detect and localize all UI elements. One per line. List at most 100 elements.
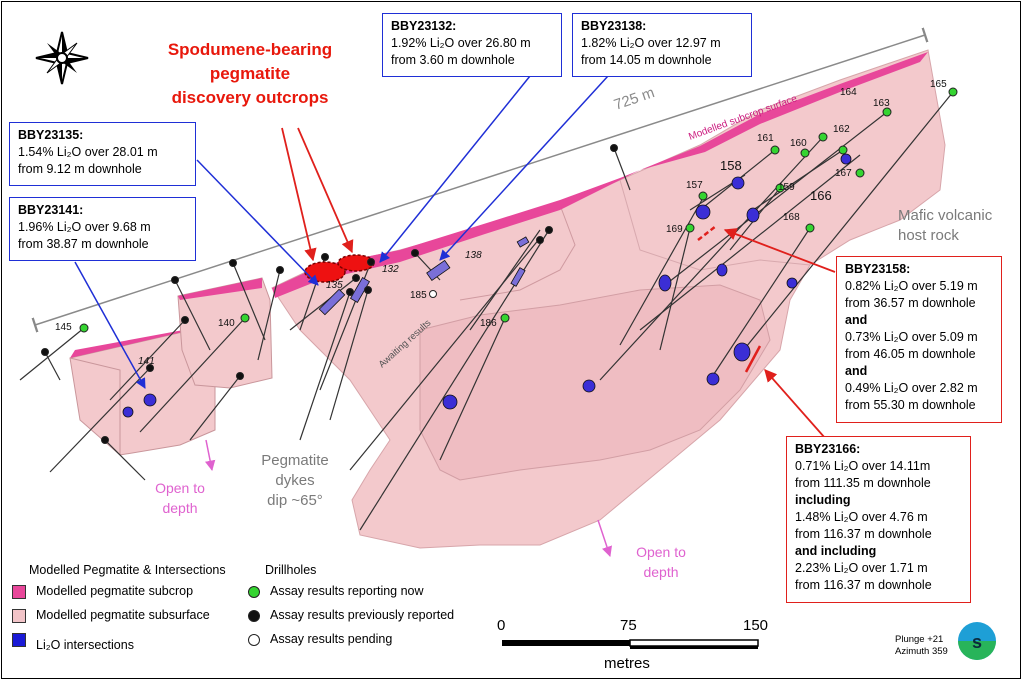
callout-bby23132: BBY23132: 1.92% Li₂O over 26.80 m from 3… xyxy=(382,13,562,77)
hole-label: 161 xyxy=(757,133,774,144)
callout-title: BBY23166: xyxy=(795,442,861,456)
pegmatite-subsurface-main xyxy=(271,49,946,549)
callout-arrow xyxy=(379,75,531,263)
callout-line: 0.49% Li₂O over 2.82 m xyxy=(845,381,978,395)
scale-tick-label: 0 xyxy=(497,617,506,634)
callout-line: 0.73% Li₂O over 5.09 m xyxy=(845,330,978,344)
hole-label: 169 xyxy=(666,224,683,235)
open-depth-line: Open to xyxy=(155,480,205,496)
callout-title: BBY23138: xyxy=(581,19,647,33)
hole-label: 162 xyxy=(833,124,850,135)
dykes-line: dip ~65° xyxy=(267,492,323,509)
view-orientation: Plunge +21 Azimuth 359 xyxy=(895,634,948,658)
dykes-line: dykes xyxy=(275,472,315,489)
callout-bby23166: BBY23166: 0.71% Li₂O over 14.11m from 11… xyxy=(786,436,971,603)
host-rock-line: Mafic volcanic xyxy=(898,207,993,224)
callout-bby23135: BBY23135: 1.54% Li₂O over 28.01 m from 9… xyxy=(9,122,196,186)
callout-line: 0.71% Li₂O over 14.11m xyxy=(795,459,931,473)
drillhole-traces xyxy=(19,91,954,531)
callout-connector: and including xyxy=(795,544,877,558)
callout-line: from 38.87 m downhole xyxy=(18,237,149,251)
subsurface-swatch xyxy=(12,609,26,623)
callout-line: from 55.30 m downhole xyxy=(845,398,976,412)
title-line: pegmatite xyxy=(209,64,291,83)
intersection-swatch xyxy=(12,633,26,647)
callout-line: 1.96% Li₂O over 9.68 m xyxy=(18,220,151,234)
hole-label: 158 xyxy=(720,158,742,173)
outcrop-arrow xyxy=(297,127,354,254)
distance-line xyxy=(31,27,929,333)
hole-label: 138 xyxy=(465,250,482,261)
dykes-label: Pegmatite dykes dip ~65° xyxy=(250,451,340,511)
scale-bar xyxy=(502,639,759,649)
callout-arrow xyxy=(196,159,319,286)
hole-label: 157 xyxy=(686,180,703,191)
callout-title: BBY23141: xyxy=(18,203,84,217)
hole-label: 140 xyxy=(218,318,235,329)
hole-label: 167 xyxy=(835,168,852,179)
callout-bby23138: BBY23138: 1.82% Li₂O over 12.97 m from 1… xyxy=(572,13,752,77)
callout-line: 1.82% Li₂O over 12.97 m xyxy=(581,36,721,50)
company-logo-icon: s xyxy=(958,622,996,660)
callout-arrow xyxy=(74,261,146,389)
open-depth-line: depth xyxy=(162,500,198,516)
legend-item: Li₂O intersections xyxy=(36,638,134,652)
callout-title: BBY23135: xyxy=(18,128,84,142)
li2o-intersections xyxy=(122,153,852,418)
callout-line: from 46.05 m downhole xyxy=(845,347,976,361)
callout-line: from 116.37 m downhole xyxy=(795,527,932,541)
hole-label: 135 xyxy=(326,280,343,291)
scale-unit-label: metres xyxy=(604,655,650,672)
callout-arrow xyxy=(723,228,836,273)
callout-bby23158: BBY23158: 0.82% Li₂O over 5.19 m from 36… xyxy=(836,256,1002,423)
hole-label: 164 xyxy=(840,87,857,98)
hole-labels: 165 164 163 162 161 160 158 157 159 167 … xyxy=(55,79,947,367)
hole-label: 159 xyxy=(778,182,795,193)
callout-connector: including xyxy=(795,493,851,507)
callout-line: from 3.60 m downhole xyxy=(391,53,515,67)
host-rock-label: Mafic volcanic host rock xyxy=(898,206,992,246)
hole-label: 163 xyxy=(873,98,890,109)
reporting-now-dot-icon xyxy=(248,586,260,598)
hole-label: 165 xyxy=(930,79,947,90)
callout-line: from 14.05 m downhole xyxy=(581,53,712,67)
legend-item: Assay results previously reported xyxy=(270,608,455,622)
legend-heading: Modelled Pegmatite & Intersections xyxy=(29,563,226,577)
hole-label: 185 xyxy=(410,290,427,301)
callout-connector: and xyxy=(845,364,868,378)
outcrop-arrow xyxy=(281,127,317,262)
callout-line: from 36.57 m downhole xyxy=(845,296,976,310)
callout-connector: and xyxy=(845,313,868,327)
callout-line: 0.82% Li₂O over 5.19 m xyxy=(845,279,978,293)
hole-label: 141 xyxy=(138,356,155,367)
scale-tick-label: 150 xyxy=(743,617,769,634)
scale-tick-label: 75 xyxy=(620,617,637,634)
hole-label: 160 xyxy=(790,138,807,149)
callout-line: 2.23% Li₂O over 1.71 m xyxy=(795,561,928,575)
legend-item: Modelled pegmatite subsurface xyxy=(36,608,210,622)
callout-arrow xyxy=(764,369,826,439)
svg-text:s: s xyxy=(972,632,982,652)
legend-item: Assay results reporting now xyxy=(270,584,424,598)
pending-dot-icon xyxy=(248,634,260,646)
open-depth-arrow xyxy=(204,439,216,472)
open-depth-line: Open to xyxy=(636,544,686,560)
plunge-label: Plunge +21 xyxy=(895,634,944,645)
open-depth-line: depth xyxy=(643,564,679,580)
callout-line: from 9.12 m downhole xyxy=(18,162,142,176)
pegmatite-subcrop-band xyxy=(272,52,928,298)
open-to-depth-west: Open to depth xyxy=(148,478,212,518)
hole-label: 168 xyxy=(783,212,800,223)
hole-label: 186 xyxy=(480,318,497,329)
legend-item: Assay results pending xyxy=(270,632,393,646)
title-line: Spodumene-bearing xyxy=(167,40,333,59)
callout-line: 1.92% Li₂O over 26.80 m xyxy=(391,36,531,50)
hole-label: 145 xyxy=(55,322,72,333)
hole-label: 132 xyxy=(382,264,399,275)
callout-title: BBY23132: xyxy=(391,19,457,33)
discovery-title: Spodumene-bearing pegmatite discovery ou… xyxy=(150,38,350,110)
legend-item: Modelled pegmatite subcrop xyxy=(36,584,194,598)
callout-line: from 111.35 m downhole xyxy=(795,476,931,490)
